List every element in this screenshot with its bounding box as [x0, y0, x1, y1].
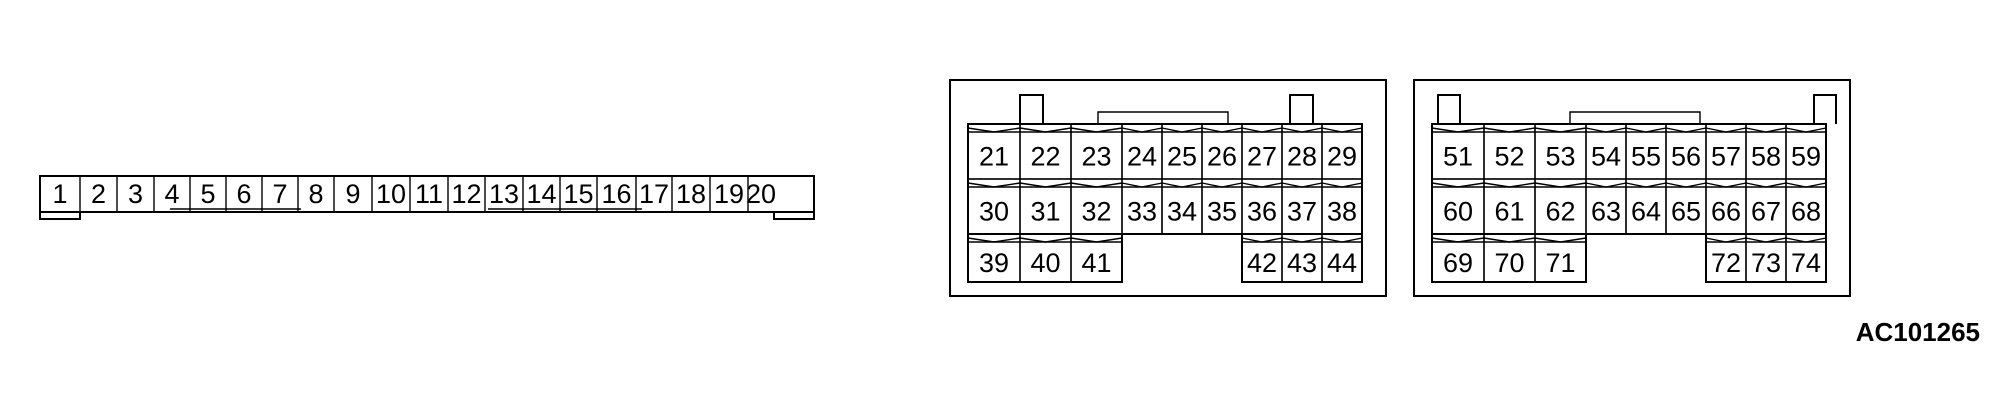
connector-c-pin-51: 51 — [1443, 142, 1473, 172]
connector-c-pin-60: 60 — [1443, 197, 1473, 227]
connector-c-right-latch — [1813, 94, 1837, 124]
connector-b-pin-36: 36 — [1247, 197, 1277, 227]
connector-c-pin-69: 69 — [1443, 248, 1473, 278]
connector-c-pin-58: 58 — [1751, 142, 1781, 172]
connector-b-pin-38: 38 — [1327, 197, 1357, 227]
connector-c-pin-56: 56 — [1671, 142, 1701, 172]
connector-a-pin-16: 16 — [601, 179, 631, 209]
connector-b-pin-40: 40 — [1030, 248, 1060, 278]
connector-b-left-latch — [1019, 94, 1044, 124]
connector-c-pin-53: 53 — [1545, 142, 1575, 172]
connector-a-pin-18: 18 — [676, 179, 706, 209]
connector-a-pin-10: 10 — [376, 179, 406, 209]
connector-c-center-key — [1569, 111, 1701, 124]
connector-b-pin-32: 32 — [1081, 197, 1111, 227]
connector-a-pin-9: 9 — [345, 179, 360, 209]
connector-b-pin-31: 31 — [1030, 197, 1060, 227]
connector-a-pin-8: 8 — [308, 179, 323, 209]
connector-b-pin-29: 29 — [1327, 142, 1357, 172]
connector-c-pin-68: 68 — [1791, 197, 1821, 227]
connector-b-pin-24: 24 — [1127, 142, 1157, 172]
connector-a-pin-7: 7 — [272, 179, 287, 209]
connector-c-pin-59: 59 — [1791, 142, 1821, 172]
connector-c-pin-block — [1431, 123, 1827, 235]
connector-b-pin-37: 37 — [1287, 197, 1317, 227]
connector-b-bottom-group — [967, 233, 1123, 283]
connector-b-pin-22: 22 — [1030, 142, 1060, 172]
connector-a-right-tab — [773, 212, 815, 220]
connector-a-left-tab — [39, 212, 81, 220]
connector-c-pin-61: 61 — [1494, 197, 1524, 227]
connector-b-pin-30: 30 — [979, 197, 1009, 227]
connector-c-pin-57: 57 — [1711, 142, 1741, 172]
connector-a-pin-4: 4 — [164, 179, 179, 209]
connector-c-pin-54: 54 — [1591, 142, 1621, 172]
connector-a-pin-14: 14 — [526, 179, 556, 209]
connector-c-pin-73: 73 — [1751, 248, 1781, 278]
connector-c-housing — [1413, 79, 1851, 297]
connector-b-pin-41: 41 — [1081, 248, 1111, 278]
connector-c-pin-62: 62 — [1545, 197, 1575, 227]
connector-b-pin-39: 39 — [979, 248, 1009, 278]
connector-a-pin-15: 15 — [563, 179, 593, 209]
connector-c-pin-72: 72 — [1711, 248, 1741, 278]
connector-a-pin-3: 3 — [128, 179, 143, 209]
connector-a-pin-5: 5 — [200, 179, 215, 209]
connector-b-right-latch — [1289, 94, 1314, 124]
connector-b-bottom-group — [1241, 233, 1363, 283]
connector-c-pin-70: 70 — [1494, 248, 1524, 278]
connector-a-pin-13: 13 — [489, 179, 519, 209]
connector-b-pin-block — [967, 123, 1363, 235]
connector-a-pin-11: 11 — [415, 179, 443, 209]
connector-c-pin-71: 71 — [1545, 248, 1575, 278]
connector-b-pin-33: 33 — [1127, 197, 1157, 227]
connector-c-left-latch — [1437, 94, 1461, 124]
connector-b-pin-34: 34 — [1167, 197, 1197, 227]
connector-c-bottom-group — [1431, 233, 1587, 283]
connector-b-pin-23: 23 — [1081, 142, 1111, 172]
connector-c-pin-65: 65 — [1671, 197, 1701, 227]
connector-c: 51 52 53 54 55 56 57 58 59 60 61 62 63 64 65 66 67 68 69 70… — [1413, 79, 1851, 297]
connector-a-pin-6: 6 — [236, 179, 251, 209]
connector-a-pin-20: 20 — [746, 179, 776, 209]
connector-c-bottom-group — [1705, 233, 1827, 283]
connector-a-pin-19: 19 — [714, 179, 744, 209]
connector-b-pin-35: 35 — [1207, 197, 1237, 227]
connector-c-pin-64: 64 — [1631, 197, 1661, 227]
connector-b-pin-27: 27 — [1247, 142, 1277, 172]
connector-b-pin-44: 44 — [1327, 248, 1357, 278]
connector-a-pin-17: 17 — [639, 179, 669, 209]
connector-a-pin-12: 12 — [451, 179, 481, 209]
connector-b-pin-21: 21 — [979, 142, 1009, 172]
connector-a-pin-1: 1 — [52, 179, 67, 209]
connector-b-housing — [949, 79, 1387, 297]
connector-b-center-key — [1097, 111, 1229, 124]
connector-c-pin-52: 52 — [1494, 142, 1524, 172]
connector-c-pin-63: 63 — [1591, 197, 1621, 227]
diagram-code-label: AC101265 — [1856, 317, 1980, 347]
connector-b-pin-25: 25 — [1167, 142, 1197, 172]
connector-b-pin-28: 28 — [1287, 142, 1317, 172]
connector-a-body — [39, 175, 815, 213]
connector-c-pin-74: 74 — [1791, 248, 1821, 278]
connector-a-pin-2: 2 — [91, 179, 106, 209]
connector-b: 21 22 23 24 25 26 27 28 29 30 31 32 33 34 35 36 37 38 39 40… — [949, 79, 1387, 297]
connector-b-pin-42: 42 — [1247, 248, 1277, 278]
connector-c-pin-67: 67 — [1751, 197, 1781, 227]
connector-b-pin-26: 26 — [1207, 142, 1237, 172]
connector-b-pin-43: 43 — [1287, 248, 1317, 278]
connector-c-pin-66: 66 — [1711, 197, 1741, 227]
connector-c-pin-55: 55 — [1631, 142, 1661, 172]
